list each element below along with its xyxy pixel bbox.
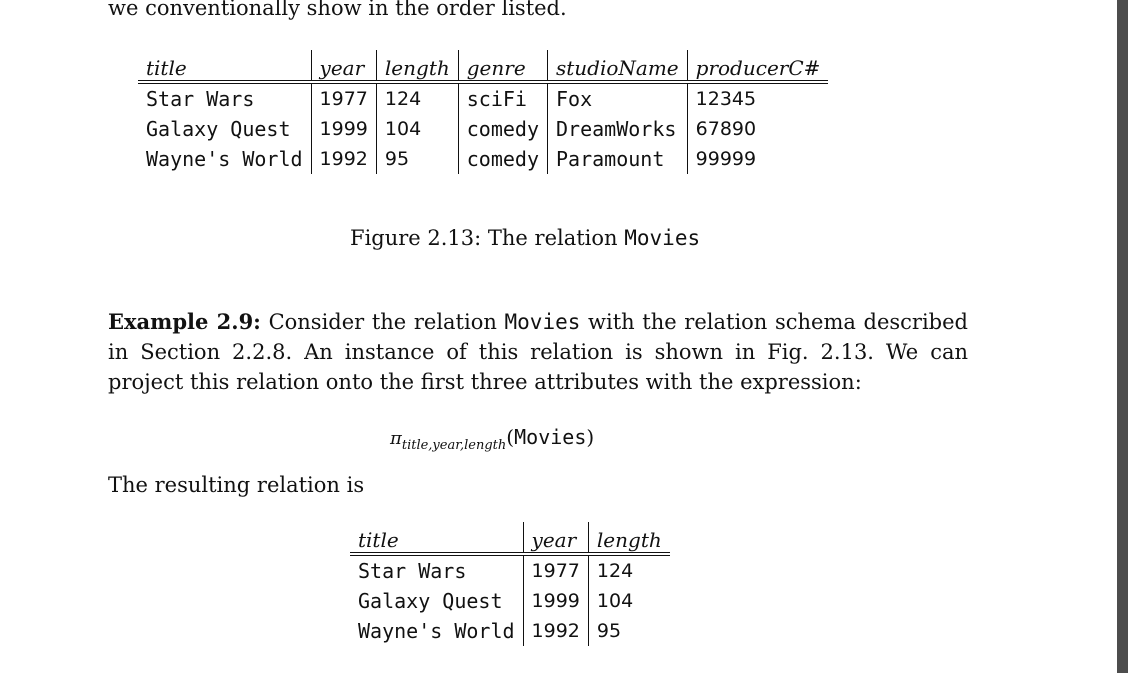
table-header-row: title year length genre studioName produ… xyxy=(138,50,829,84)
column-header: year xyxy=(522,522,589,556)
resulting-text: The resulting relation is xyxy=(108,473,365,497)
table-cell: 67890 xyxy=(686,114,829,144)
table-cell: Wayne's World xyxy=(146,147,303,171)
table-cell: sciFi xyxy=(457,82,548,114)
example-label: Example 2.9: xyxy=(108,309,261,334)
table-row: Galaxy Quest 1999 104 comedy DreamWorks … xyxy=(138,114,829,144)
column-header: length xyxy=(375,50,459,84)
example-relation-name: Movies xyxy=(504,310,581,334)
table-row: Wayne's World 1992 95 comedy Paramount 9… xyxy=(138,144,829,174)
caption-relation-name: Movies xyxy=(624,226,701,250)
table-cell: Galaxy Quest xyxy=(358,589,503,613)
viewer-scrollbar-edge xyxy=(1117,0,1128,673)
table-cell: DreamWorks xyxy=(547,114,688,144)
column-header: year xyxy=(310,50,377,84)
table-cell: Paramount xyxy=(547,144,688,174)
example-text-continued: with the relation schema described in Se… xyxy=(108,310,968,394)
table-cell: 124 xyxy=(587,554,670,586)
table-cell: Wayne's World xyxy=(358,619,515,643)
table-cell: comedy xyxy=(457,144,548,174)
top-text-line: we conventionally show in the order list… xyxy=(108,0,567,20)
table-cell: Star Wars xyxy=(146,87,255,111)
column-header: genre xyxy=(457,50,548,84)
table-cell: 124 xyxy=(375,82,459,114)
caption-text: Figure 2.13: The relation xyxy=(350,226,625,250)
projection-subscript: title,year,length xyxy=(401,438,507,453)
table-row: Wayne's World 1992 95 xyxy=(350,616,670,646)
table-cell: 95 xyxy=(375,144,459,174)
column-header: length xyxy=(587,522,670,556)
example-text: Consider the relation xyxy=(260,310,505,334)
movies-table: title year length genre studioName produ… xyxy=(138,50,829,174)
table-cell: 1999 xyxy=(310,114,377,144)
table-cell: 1992 xyxy=(522,616,589,646)
table-cell: 95 xyxy=(587,616,670,646)
column-header: producerC# xyxy=(686,50,829,84)
table-cell: 99999 xyxy=(686,144,829,174)
table-cell: Galaxy Quest xyxy=(146,117,291,141)
open-paren: ( xyxy=(506,425,515,449)
table-cell: 104 xyxy=(587,586,670,616)
result-table: title year length Star Wars 1977 124 Gal… xyxy=(350,522,670,646)
table-cell: Fox xyxy=(547,82,688,114)
table-row: Star Wars 1977 124 xyxy=(350,554,670,586)
table-cell: 1992 xyxy=(310,144,377,174)
column-header: title xyxy=(138,50,312,84)
table-header-row: title year length xyxy=(350,522,670,556)
table-row: Galaxy Quest 1999 104 xyxy=(350,586,670,616)
figure-caption: Figure 2.13: The relation Movies xyxy=(350,226,700,250)
column-header: title xyxy=(350,522,524,556)
table-cell: comedy xyxy=(457,114,548,144)
example-paragraph: Example 2.9: Consider the relation Movie… xyxy=(108,307,968,397)
column-header: studioName xyxy=(547,50,688,84)
table-cell: Star Wars xyxy=(358,559,467,583)
pi-symbol: π xyxy=(390,428,402,449)
table-cell: 104 xyxy=(375,114,459,144)
table-cell: 1977 xyxy=(522,554,589,586)
close-paren: ) xyxy=(586,425,595,449)
projection-expression: πtitle,year,length(Movies) xyxy=(390,425,595,453)
table-cell: 12345 xyxy=(686,82,829,114)
table-cell: 1999 xyxy=(522,586,589,616)
table-cell: 1977 xyxy=(310,82,377,114)
table-row: Star Wars 1977 124 sciFi Fox 12345 xyxy=(138,82,829,114)
projection-argument: Movies xyxy=(514,425,587,449)
